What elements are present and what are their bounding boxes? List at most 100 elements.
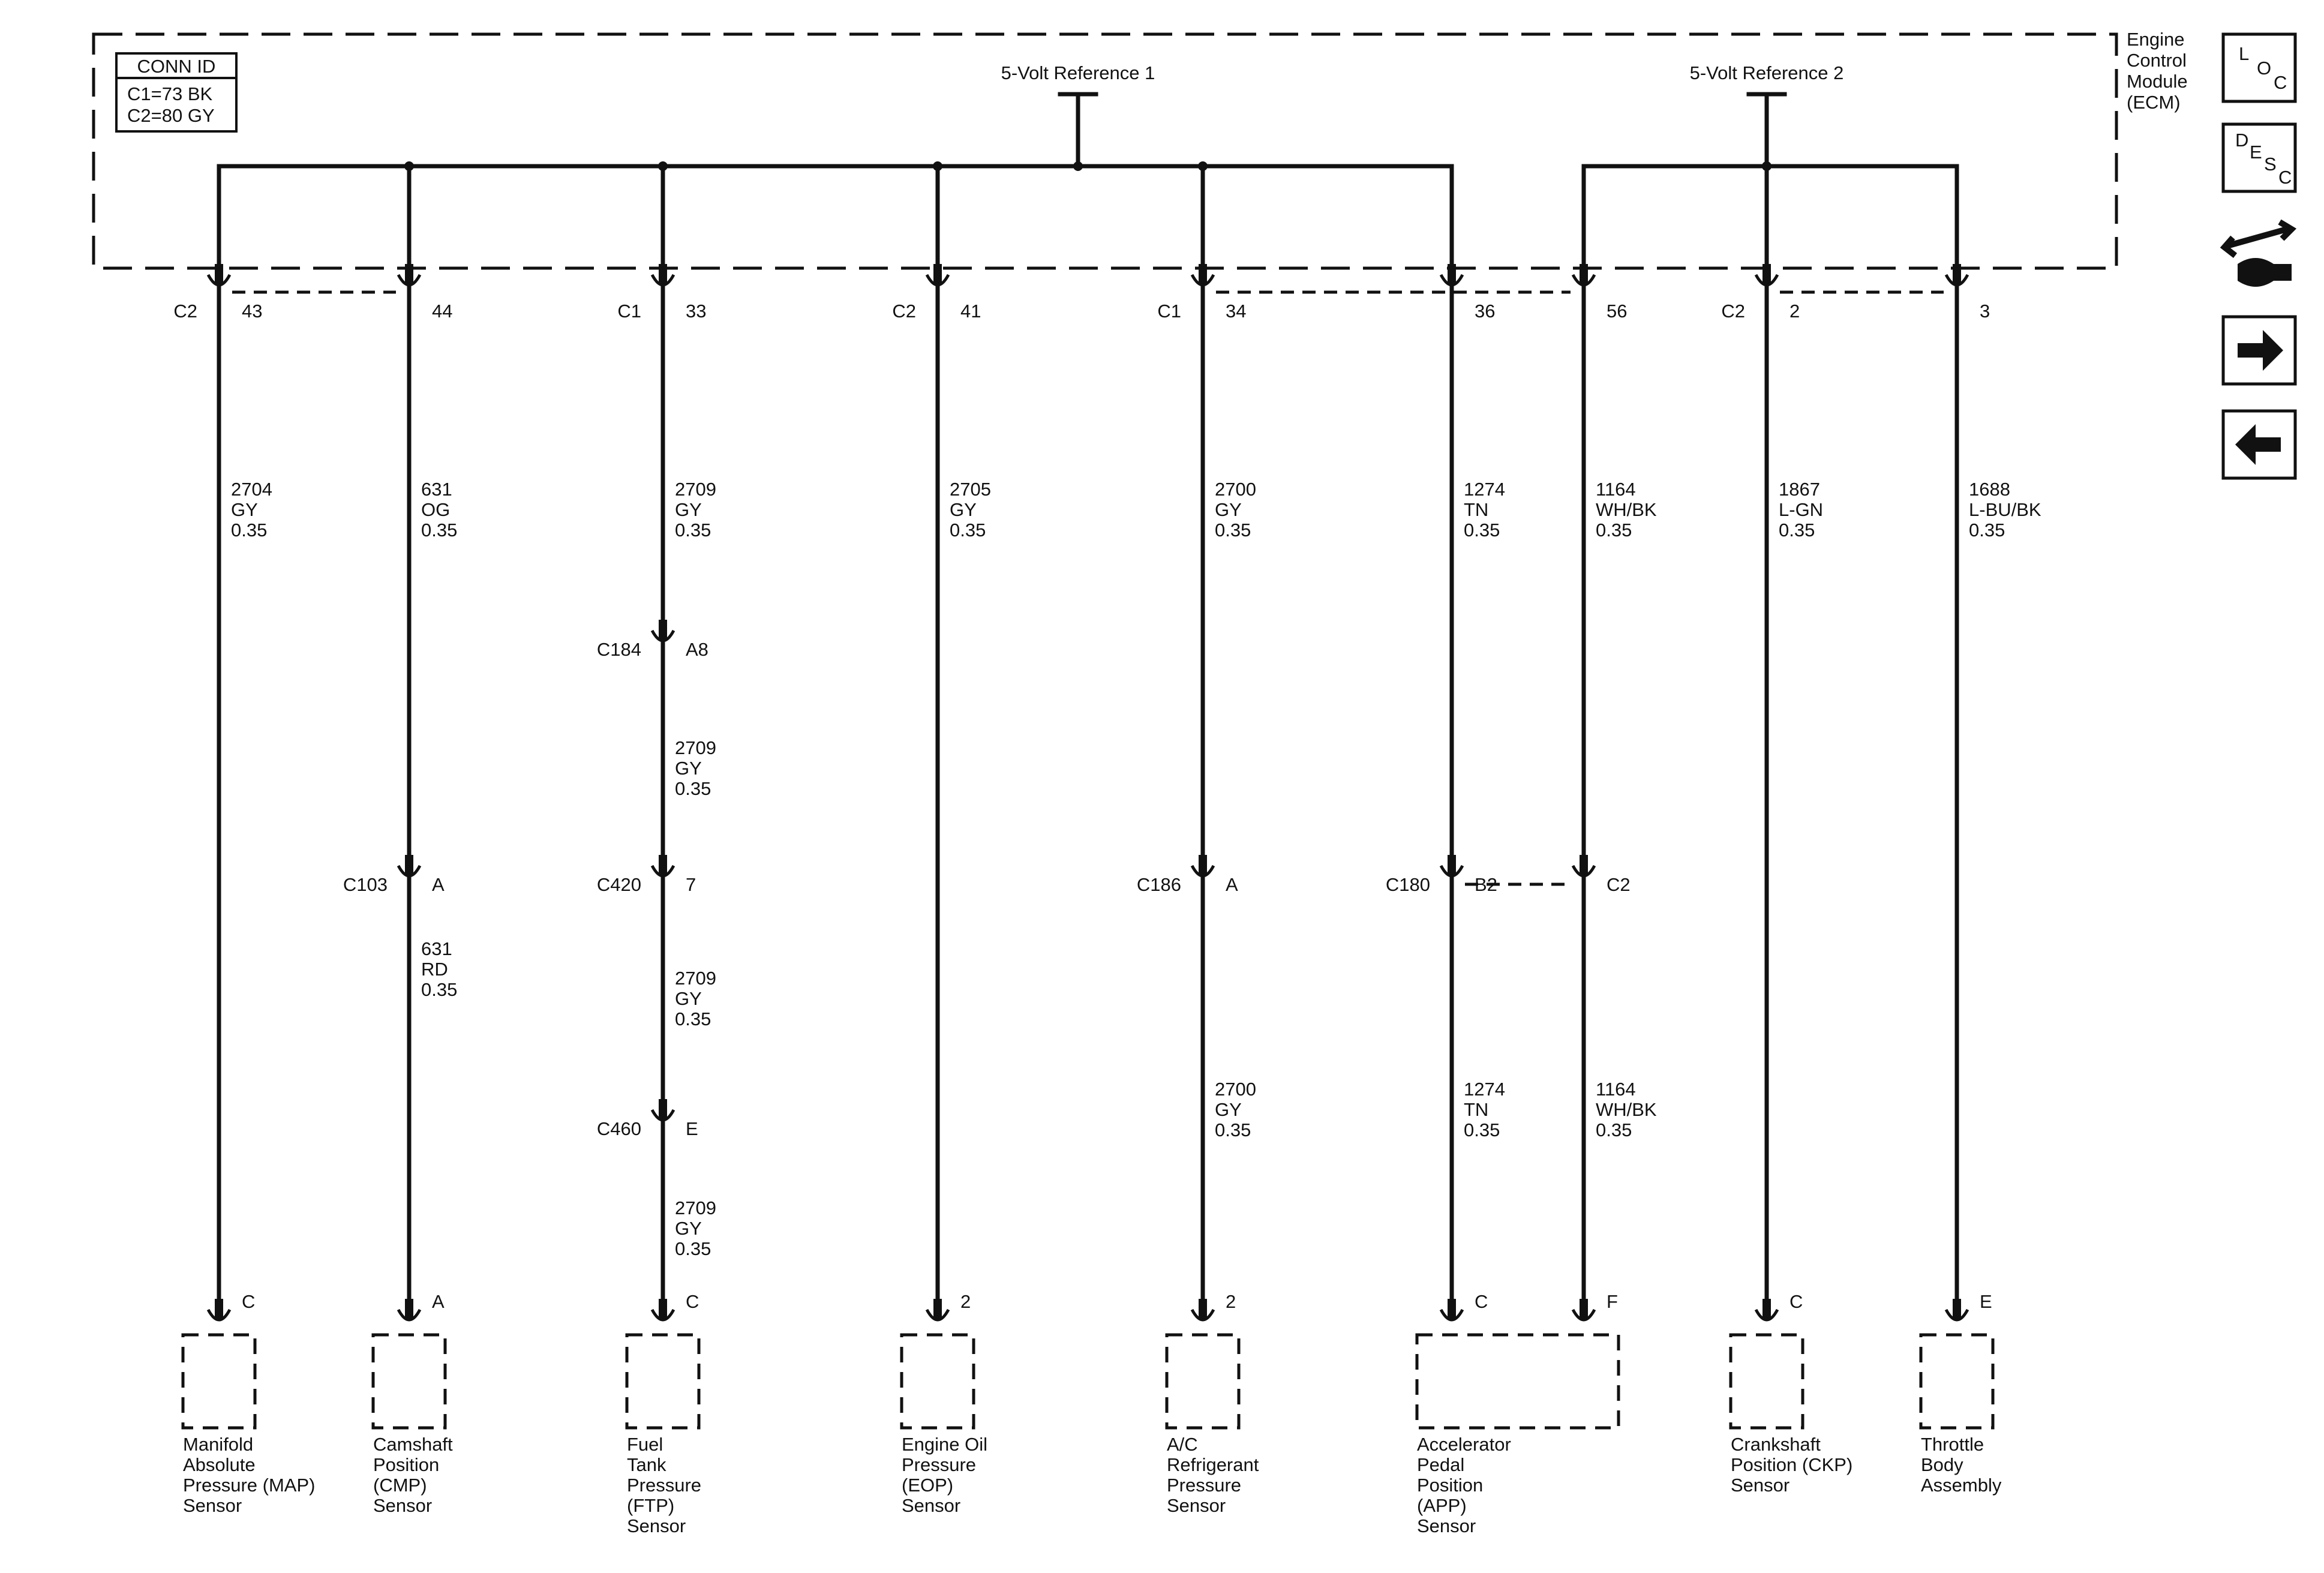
wire-circuit-number: 631 xyxy=(421,479,452,500)
connector-cup xyxy=(1439,1308,1464,1322)
wire-color: RD xyxy=(421,959,448,980)
connector-cup xyxy=(1571,864,1596,878)
reference-2-label: 5-Volt Reference 2 xyxy=(1690,62,1844,83)
connector-cup xyxy=(1571,1308,1596,1322)
wire-circuit-number: 631 xyxy=(421,938,452,959)
inline-connector-pin: A8 xyxy=(686,639,708,660)
schematic-tool-icon[interactable] xyxy=(2220,219,2297,287)
inline-connector xyxy=(650,620,675,643)
wire-size: 0.35 xyxy=(1596,1119,1632,1140)
wire-color: OG xyxy=(421,499,450,520)
desc-letter: C xyxy=(2278,167,2292,188)
component-name: Sensor xyxy=(902,1495,960,1516)
inline-connector xyxy=(650,855,675,878)
inline-connector xyxy=(650,1099,675,1122)
wire-color: GY xyxy=(1215,1099,1242,1120)
wire-size: 0.35 xyxy=(1464,520,1500,541)
previous-button[interactable] xyxy=(2221,409,2297,480)
tool-arrow-icon xyxy=(2220,219,2297,258)
ecm-pin-number: 56 xyxy=(1607,301,1627,322)
ecm-label: Control xyxy=(2127,50,2187,71)
inline-connector xyxy=(1571,855,1596,878)
ecm-label: (ECM) xyxy=(2127,92,2181,113)
component-box-ckp xyxy=(1729,1333,1804,1430)
sensor-pin-label: C xyxy=(1789,1291,1803,1312)
component-name: Position (CKP) xyxy=(1731,1454,1852,1475)
connector-cup xyxy=(206,1308,232,1322)
sensor-connector-tb xyxy=(1944,1299,1969,1322)
connector-cup xyxy=(1754,1308,1779,1322)
component-name: Pressure (MAP) xyxy=(183,1475,315,1496)
wire-circuit-number: 1164 xyxy=(1596,1079,1636,1100)
desc-letter: D xyxy=(2235,130,2248,151)
sensor-pin-label: E xyxy=(1980,1291,1992,1312)
wire-circuit-number: 1274 xyxy=(1464,479,1505,500)
ecm-connector-eop xyxy=(925,264,950,287)
wire-size: 0.35 xyxy=(421,520,457,541)
wire-size: 0.35 xyxy=(950,520,986,541)
wire-circuit-number: 2709 xyxy=(675,479,716,500)
inline-connector-pin: E xyxy=(686,1118,698,1139)
inline-connector xyxy=(397,855,422,878)
connector-cup xyxy=(650,274,675,287)
component-name: Fuel xyxy=(627,1434,663,1455)
loc-letter: C xyxy=(2274,72,2287,93)
ecm-connector-name: C1 xyxy=(1157,301,1181,322)
component-box-tb xyxy=(1919,1333,1995,1430)
component-name: A/C xyxy=(1167,1434,1198,1455)
connector-cup xyxy=(925,1308,950,1322)
wire-size: 0.35 xyxy=(1779,520,1815,541)
connector-cup xyxy=(1754,274,1779,287)
wire-circuit-number: 2709 xyxy=(675,1197,716,1218)
ecm-label: Module xyxy=(2127,71,2188,92)
ecm-pin-number: 41 xyxy=(960,301,981,322)
wrench-icon xyxy=(2238,258,2292,287)
connector-cup xyxy=(397,1308,422,1322)
component-box-eop xyxy=(900,1333,975,1430)
ecm-pin-number: 3 xyxy=(1980,301,1990,322)
component-name: Sensor xyxy=(1167,1495,1226,1516)
component-name: Pressure xyxy=(902,1454,976,1475)
component-name: Refrigerant xyxy=(1167,1454,1259,1475)
sensor-pin-label: F xyxy=(1607,1291,1618,1312)
wire-color: WH/BK xyxy=(1596,499,1657,520)
sensor-connector-acr xyxy=(1190,1299,1215,1322)
inline-connector-pin: A xyxy=(1226,874,1238,895)
ecm-pin-number: 36 xyxy=(1475,301,1495,322)
wire-color: L-GN xyxy=(1779,499,1823,520)
component-name: Body xyxy=(1921,1454,1963,1475)
inline-connector-pin: A xyxy=(432,874,445,895)
wire-color: L-BU/BK xyxy=(1969,499,2041,520)
wire-size: 0.35 xyxy=(675,520,711,541)
inline-connector-name: C186 xyxy=(1137,874,1181,895)
wire-color: GY xyxy=(231,499,258,520)
connector-cup xyxy=(650,864,675,878)
connector-cup xyxy=(1190,1308,1215,1322)
sensor-connector-ckp xyxy=(1754,1299,1779,1322)
desc-button-frame xyxy=(2221,122,2297,193)
ecm-boundary xyxy=(92,32,2118,270)
ecm-connector-name: C2 xyxy=(1721,301,1745,322)
arrow-right-icon xyxy=(2238,330,2283,371)
wire-color: GY xyxy=(675,499,702,520)
arrow-left-icon xyxy=(2235,424,2281,465)
wire-circuit-number: 2705 xyxy=(950,479,991,500)
ecm-connector-app1 xyxy=(1439,264,1464,287)
ecm-connector-ckp xyxy=(1754,264,1779,287)
loc-button[interactable]: LOC xyxy=(2221,32,2297,103)
component-name: Sensor xyxy=(183,1495,242,1516)
reference-1-label: 5-Volt Reference 1 xyxy=(1001,62,1155,83)
desc-letter: S xyxy=(2264,154,2277,175)
sensor-pin-label: C xyxy=(686,1291,699,1312)
component-name: Sensor xyxy=(373,1495,432,1516)
ecm-connector-tb xyxy=(1944,264,1969,287)
wire-size: 0.35 xyxy=(421,979,457,1000)
wire-circuit-number: 1688 xyxy=(1969,479,2010,500)
desc-letter: E xyxy=(2250,142,2262,163)
connector-cup xyxy=(650,629,675,643)
next-button[interactable] xyxy=(2221,315,2297,386)
component-name: (CMP) xyxy=(373,1475,427,1496)
